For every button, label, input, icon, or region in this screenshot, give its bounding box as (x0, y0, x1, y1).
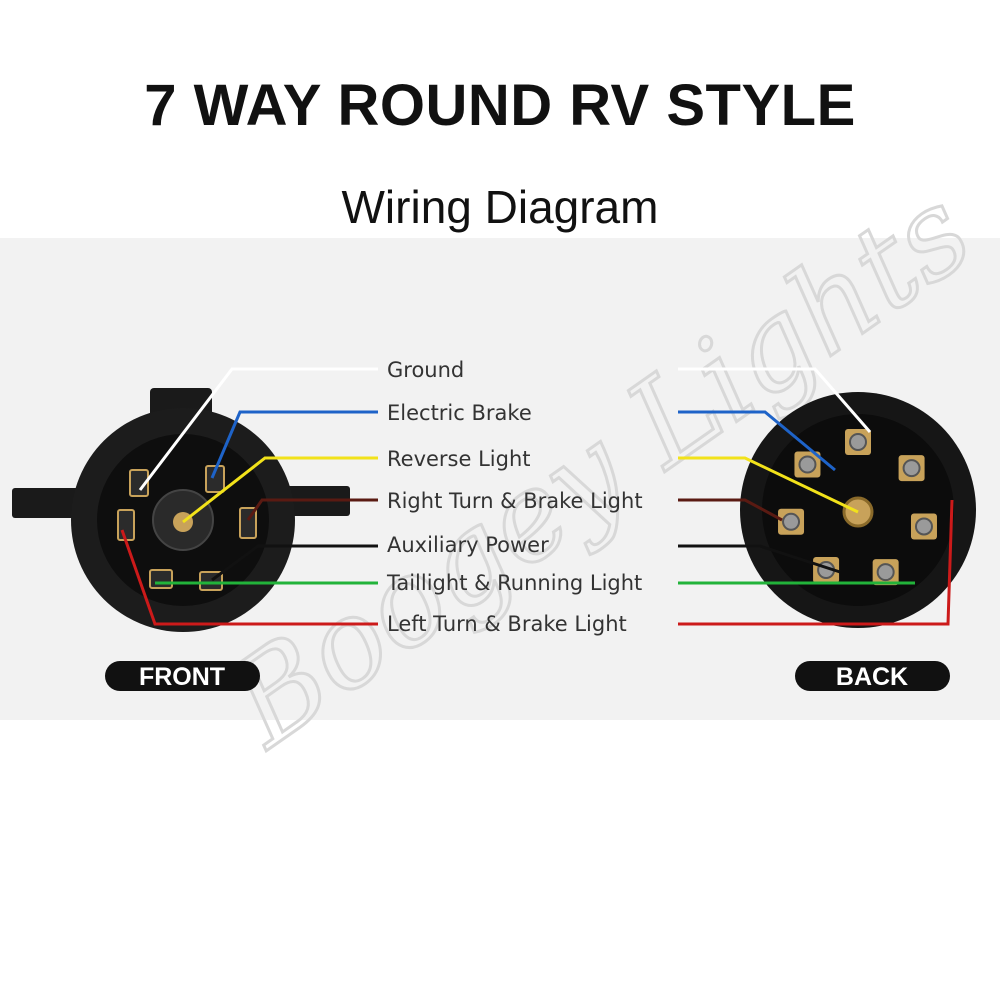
wire-label-ground: Ground (387, 358, 464, 382)
back-wire-left-turn (678, 499, 954, 626)
front-plug (12, 388, 350, 632)
back-tag-pill (795, 661, 950, 691)
front-wire-electric-brake (210, 410, 378, 479)
front-wire-left-turn (120, 529, 378, 626)
front-terminal (149, 569, 173, 589)
wire-label-reverse-light: Reverse Light (387, 447, 531, 471)
back-wire-electric-brake (678, 410, 836, 472)
back-wire-auxiliary-power (678, 544, 841, 574)
wire-label-taillight: Taillight & Running Light (386, 571, 642, 595)
front-wire-ground (138, 367, 378, 491)
front-wire-right-turn (246, 498, 378, 521)
back-tag-label: BACK (836, 663, 908, 691)
back-terminal-screw (798, 455, 817, 474)
wire-label-auxiliary-power: Auxiliary Power (387, 533, 549, 557)
back-plug (740, 392, 976, 628)
back-wire-reverse-light (678, 456, 859, 514)
front-terminal (205, 465, 225, 493)
front-wire-auxiliary-power (211, 544, 378, 582)
diagram-subtitle: Wiring Diagram (341, 181, 659, 233)
front-view-tag: FRONT (105, 661, 260, 691)
wire-label-left-turn: Left Turn & Brake Light (387, 612, 627, 636)
wire-labels: Ground Electric Brake Reverse Light Righ… (386, 358, 643, 636)
wire-label-electric-brake: Electric Brake (387, 401, 532, 425)
back-terminals (778, 429, 937, 586)
diagram-title: 7 WAY ROUND RV STYLE (144, 73, 856, 138)
back-terminal-screw (876, 563, 895, 582)
back-view-tag: BACK (795, 661, 950, 691)
front-tag-pill (105, 661, 260, 691)
front-terminal (117, 509, 135, 541)
wires (120, 367, 954, 626)
back-terminal-screw (782, 512, 801, 531)
wire-label-right-turn: Right Turn & Brake Light (387, 489, 643, 513)
front-wire-reverse-light (182, 456, 378, 524)
back-terminal-screw (849, 433, 867, 451)
back-terminal-screw (914, 517, 933, 536)
front-tag-label: FRONT (139, 663, 225, 691)
back-wire-right-turn (678, 498, 783, 522)
back-wire-ground (678, 367, 872, 433)
back-terminal-screw (902, 459, 921, 478)
front-terminal (129, 469, 149, 497)
